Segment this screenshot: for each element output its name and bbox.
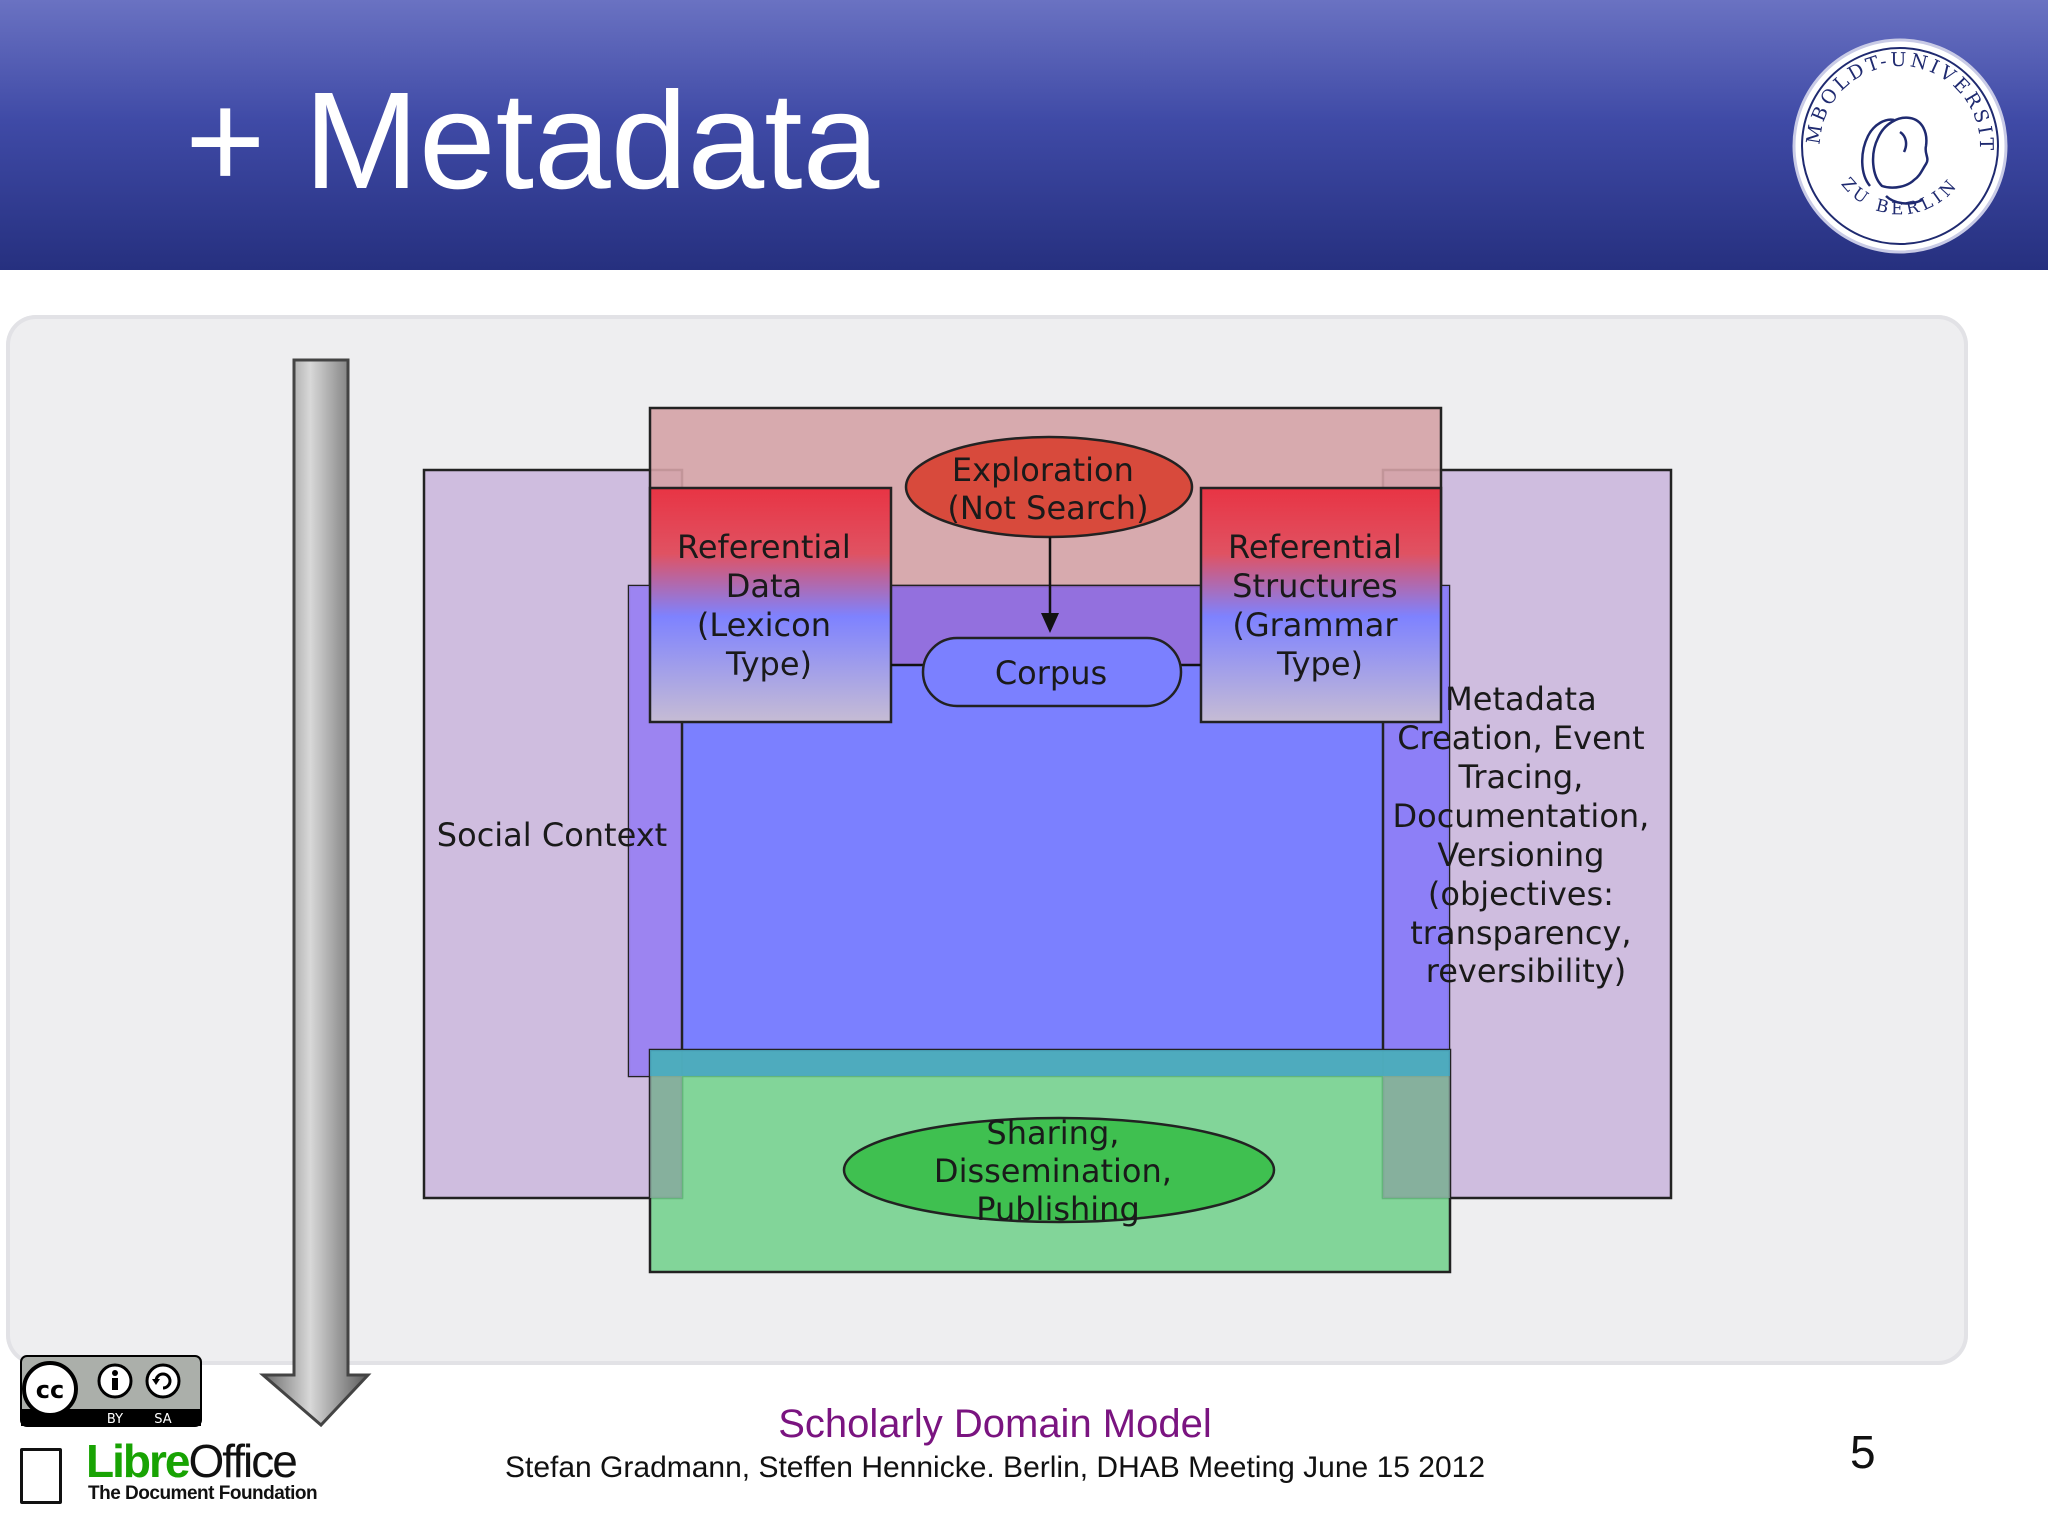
exploration-to-corpus-arrowhead	[1041, 613, 1059, 633]
slide-title: + Metadata	[185, 64, 880, 218]
university-seal-logo: HUMBOLDT-UNIVERSITÄT ZU BERLIN	[1790, 36, 2008, 254]
metadata-label: Metadata Creation, Event Tracing, Docume…	[1392, 680, 1659, 990]
corpus-label: Corpus	[995, 654, 1107, 692]
referential-structures-label: Referential Structures (Grammar Type)	[1228, 528, 1412, 683]
exploration-label: Exploration (Not Search)	[947, 451, 1148, 527]
footer-subtitle: Stefan Gradmann, Steffen Hennicke. Berli…	[504, 1451, 1486, 1484]
document-icon	[20, 1448, 62, 1504]
sharing-node	[842, 1116, 1276, 1224]
referential-structures-box	[1199, 486, 1443, 724]
referential-data-box	[648, 486, 893, 724]
share-alike-icon	[145, 1363, 181, 1399]
sharing-metadata-overlap	[1383, 1076, 1450, 1198]
process-arrow	[258, 358, 372, 1428]
cc-glyph: cc	[36, 1376, 64, 1404]
cc-license-badge[interactable]: cc BY SA	[20, 1355, 202, 1427]
referential-data-label: Referential Data (Lexicon Type)	[677, 528, 861, 683]
libreoffice-wordmark: LibreOffice	[86, 1435, 298, 1487]
libre-text: Libre	[86, 1435, 190, 1487]
title-bar	[0, 0, 2048, 270]
sharing-social-overlap	[650, 1076, 682, 1198]
sharing-top-band	[650, 1050, 1450, 1076]
footer-title: Scholarly Domain Model	[778, 1402, 1212, 1446]
sharing-label: Sharing, Dissemination, Publishing	[934, 1114, 1182, 1228]
cc-by-label: BY	[107, 1412, 123, 1427]
office-text: Office	[188, 1435, 297, 1487]
social-context-label: Social Context	[437, 816, 667, 854]
page-number: 5	[1850, 1426, 1876, 1478]
libreoffice-tagline: The Document Foundation	[88, 1483, 318, 1504]
cc-sa-label: SA	[154, 1412, 171, 1427]
corpus-node	[921, 636, 1183, 708]
cc-icon	[22, 1361, 78, 1417]
